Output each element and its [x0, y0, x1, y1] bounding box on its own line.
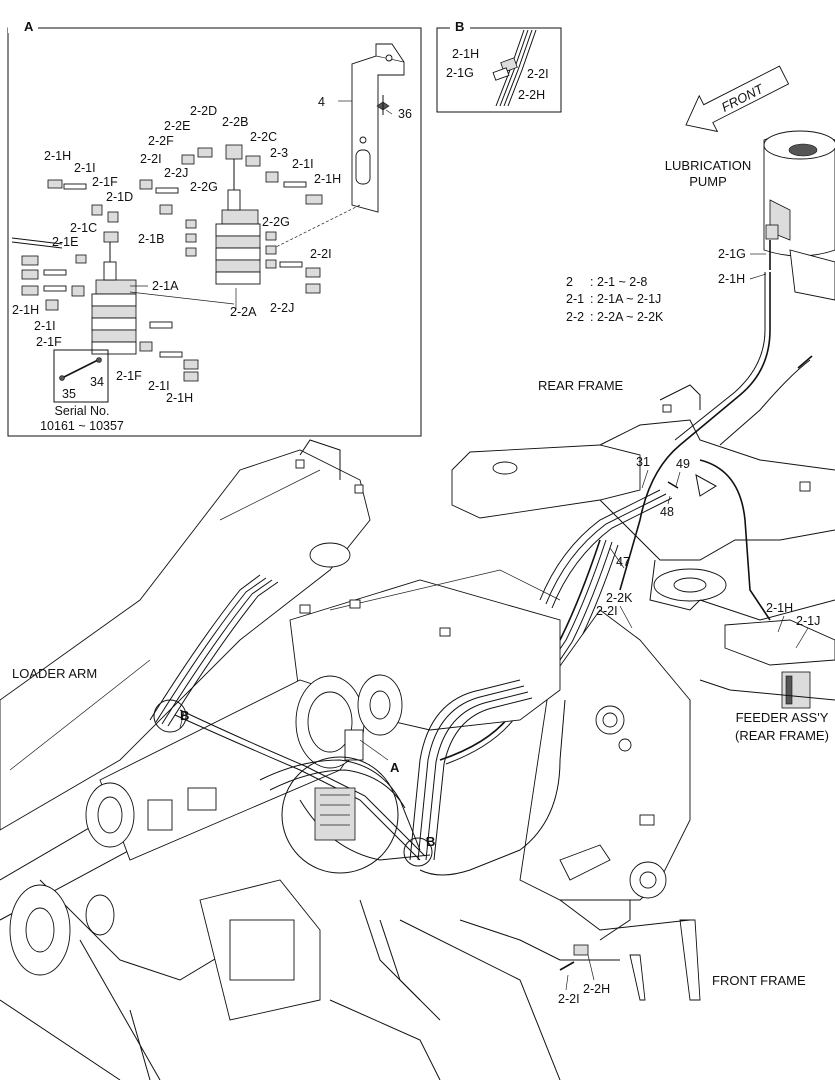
part-label: 2-2G: [190, 180, 218, 194]
part-label: 2-1I: [292, 157, 314, 171]
part-label: 2-1D: [106, 190, 133, 204]
part-label: 2-1B: [138, 232, 164, 246]
part-label: 2-1F: [116, 369, 142, 383]
loader-arm-label: LOADER ARM: [12, 666, 97, 681]
feeder-label: FEEDER ASS'Y: [736, 710, 829, 725]
detail-b-box: B 2-1H 2-1G 2-2I 2-2H: [436, 19, 562, 113]
legend-code: 2-2: [566, 310, 584, 324]
part-label: 2-2A: [230, 305, 257, 319]
pump-part-label: 2-1H: [718, 272, 745, 286]
front-arrow: FRONT: [685, 65, 790, 133]
part-label: 2-1H: [44, 149, 71, 163]
part-label: 2-1C: [70, 221, 97, 235]
part-label: 2-1I: [74, 161, 96, 175]
part-label: 35: [62, 387, 76, 401]
feeder-label: (REAR FRAME): [735, 728, 829, 743]
part-label: 2-2J: [270, 301, 294, 315]
detail-a-leaders: [129, 100, 393, 310]
part-label: 34: [90, 375, 104, 389]
main-labels: LUBRICATION PUMP 2-1G 2-1H 2 : 2-1 ~ 2-8…: [12, 158, 829, 1006]
part-label: 2-2I: [140, 152, 162, 166]
loader-arm: [0, 439, 561, 1080]
callout-label: 31: [636, 455, 650, 469]
distributor-block-2-2a: [215, 144, 261, 285]
serial-label: Serial No.: [55, 404, 110, 418]
bracket-part: [269, 43, 405, 251]
part-label: 2-2F: [148, 134, 174, 148]
legend-sep: :: [590, 275, 593, 289]
part-label: 4: [318, 95, 325, 109]
lubrication-pump-label: PUMP: [689, 174, 727, 189]
part-label: 2-2E: [164, 119, 190, 133]
pump-part-label: 2-1G: [718, 247, 746, 261]
callout-label: 2-2I: [596, 604, 618, 618]
callout-label: 2-2I: [558, 992, 580, 1006]
lubrication-pump: [763, 130, 835, 301]
view-b-marker: B: [180, 708, 189, 723]
part-label: 2-3: [270, 146, 288, 160]
callout-label: 2-2H: [583, 982, 610, 996]
bolt-kit-box: [53, 349, 109, 403]
part-label: 2-2D: [190, 104, 217, 118]
part-label: 2-1E: [52, 235, 78, 249]
callout-label: 2-2K: [606, 591, 633, 605]
legend-code: 2: [566, 275, 573, 289]
rear-frame-structure: [451, 384, 835, 720]
callout-label: 47: [616, 555, 630, 569]
part-label: 2-1H: [166, 391, 193, 405]
rear-frame-label: REAR FRAME: [538, 378, 624, 393]
part-label: 2-2I: [527, 67, 549, 81]
detail-a-box: A: [7, 19, 422, 437]
legend-sep: :: [590, 310, 593, 324]
part-label: 2-1I: [34, 319, 56, 333]
part-label: 2-2B: [222, 115, 248, 129]
part-label: 2-1G: [446, 66, 474, 80]
legend-code: 2-1: [566, 292, 584, 306]
view-markers: [153, 699, 433, 874]
part-label: 36: [398, 107, 412, 121]
view-a-marker: A: [390, 760, 400, 775]
detail-a-letter: A: [24, 19, 34, 34]
legend-sep: :: [590, 292, 593, 306]
view-b-marker: B: [426, 834, 435, 849]
lubrication-pump-label: LUBRICATION: [665, 158, 751, 173]
serial-range: 10161 ~ 10357: [40, 419, 124, 433]
part-label: 2-2H: [518, 88, 545, 102]
legend-range: 2-2A ~ 2-2K: [597, 310, 664, 324]
fittings-group: [11, 147, 323, 382]
front-frame-structure: [289, 569, 701, 1001]
part-label: 2-2J: [164, 166, 188, 180]
part-label: 2-1F: [92, 175, 118, 189]
part-label: 2-1F: [36, 335, 62, 349]
part-label: 2-1I: [148, 379, 170, 393]
callout-label: 49: [676, 457, 690, 471]
callout-label: 2-1H: [766, 601, 793, 615]
front-frame-label: FRONT FRAME: [712, 973, 806, 988]
detail-b-letter: B: [455, 19, 464, 34]
legend-range: 2-1A ~ 2-1J: [597, 292, 661, 306]
part-label: 2-2G: [262, 215, 290, 229]
legend: 2 : 2-1 ~ 2-8 2-1 : 2-1A ~ 2-1J 2-2 : 2-…: [566, 275, 664, 324]
callout-label: 2-1J: [796, 614, 820, 628]
part-label: 2-1H: [452, 47, 479, 61]
part-label: 2-2C: [250, 130, 277, 144]
part-label: 2-1H: [12, 303, 39, 317]
detail-a-labels: 2-1H 2-1I 2-1F 2-1D 2-1C 2-1E 2-1B 2-1A …: [12, 95, 412, 433]
legend-range: 2-1 ~ 2-8: [597, 275, 647, 289]
part-label: 2-1H: [314, 172, 341, 186]
distributor-block-2-1a: [91, 231, 137, 355]
callout-label: 48: [660, 505, 674, 519]
part-label: 2-2I: [310, 247, 332, 261]
part-label: 2-1A: [152, 279, 179, 293]
